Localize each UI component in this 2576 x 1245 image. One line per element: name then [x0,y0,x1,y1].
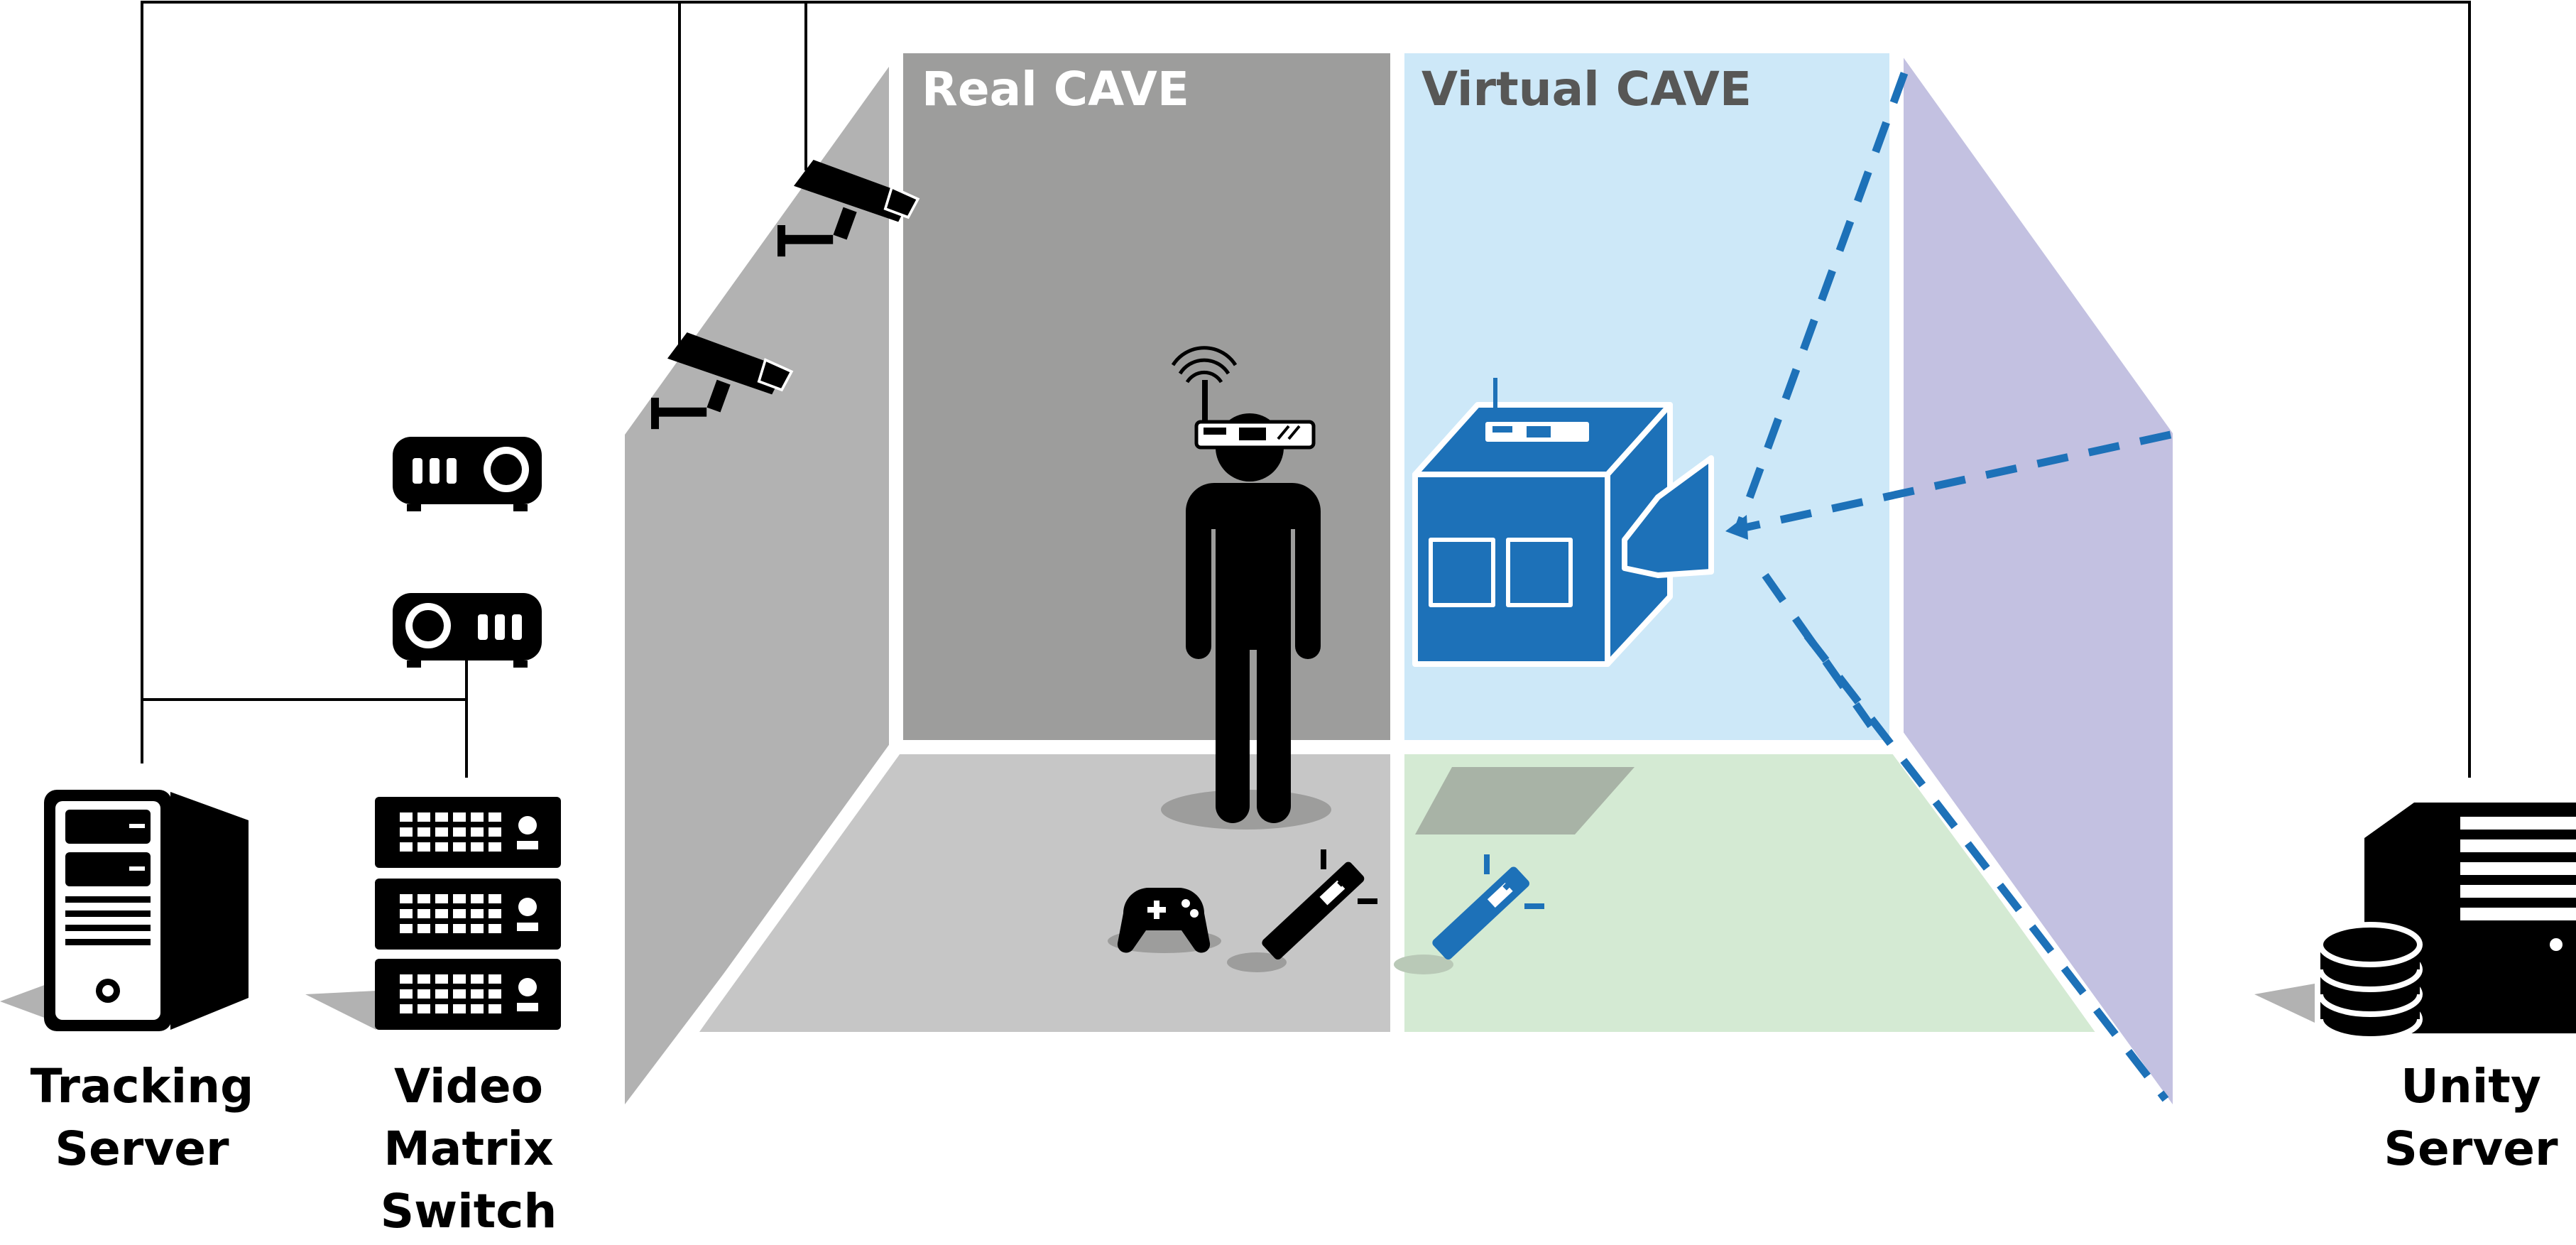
video-matrix-switch-label: Video Matrix Switch [381,1059,557,1239]
virtual-cave-title: Virtual CAVE [1421,62,1752,116]
right-wall [1903,57,2173,1104]
unity-server-icon [2254,803,2576,1042]
real-cave-title: Real CAVE [922,62,1189,116]
tracking-server-label: Tracking Server [31,1059,254,1176]
unity-server-label-line2: Server [2384,1121,2558,1176]
unity-server-label: Unity Server [2384,1059,2558,1176]
real-wand-icon [1227,849,1377,972]
video-matrix-switch-label-line3: Switch [381,1184,557,1239]
projection-rays [1734,72,2172,1102]
tracking-server-label-line2: Server [55,1121,229,1176]
video-matrix-switch-label-line2: Matrix [383,1121,554,1176]
virtual-wand-icon [1394,854,1544,974]
left-wall [625,57,896,1104]
shadow-patch [1415,767,1634,834]
projector-lower-icon [393,593,542,668]
tracking-server-icon [0,790,249,1031]
ar-glasses-icon [1194,420,1316,450]
cave-room [625,43,2173,1104]
projector-upper-icon [393,437,542,511]
ray-arrow-icon [1725,515,1748,540]
virtual-user-avatar-icon [1412,378,1714,667]
network-wires [141,1,2471,778]
unity-server-label-line1: Unity [2401,1059,2541,1114]
video-matrix-switch-icon [305,797,561,1030]
gamepad-icon [1108,888,1221,953]
video-matrix-switch-label-line1: Video [394,1059,543,1114]
tracking-server-label-line1: Tracking [31,1059,254,1114]
